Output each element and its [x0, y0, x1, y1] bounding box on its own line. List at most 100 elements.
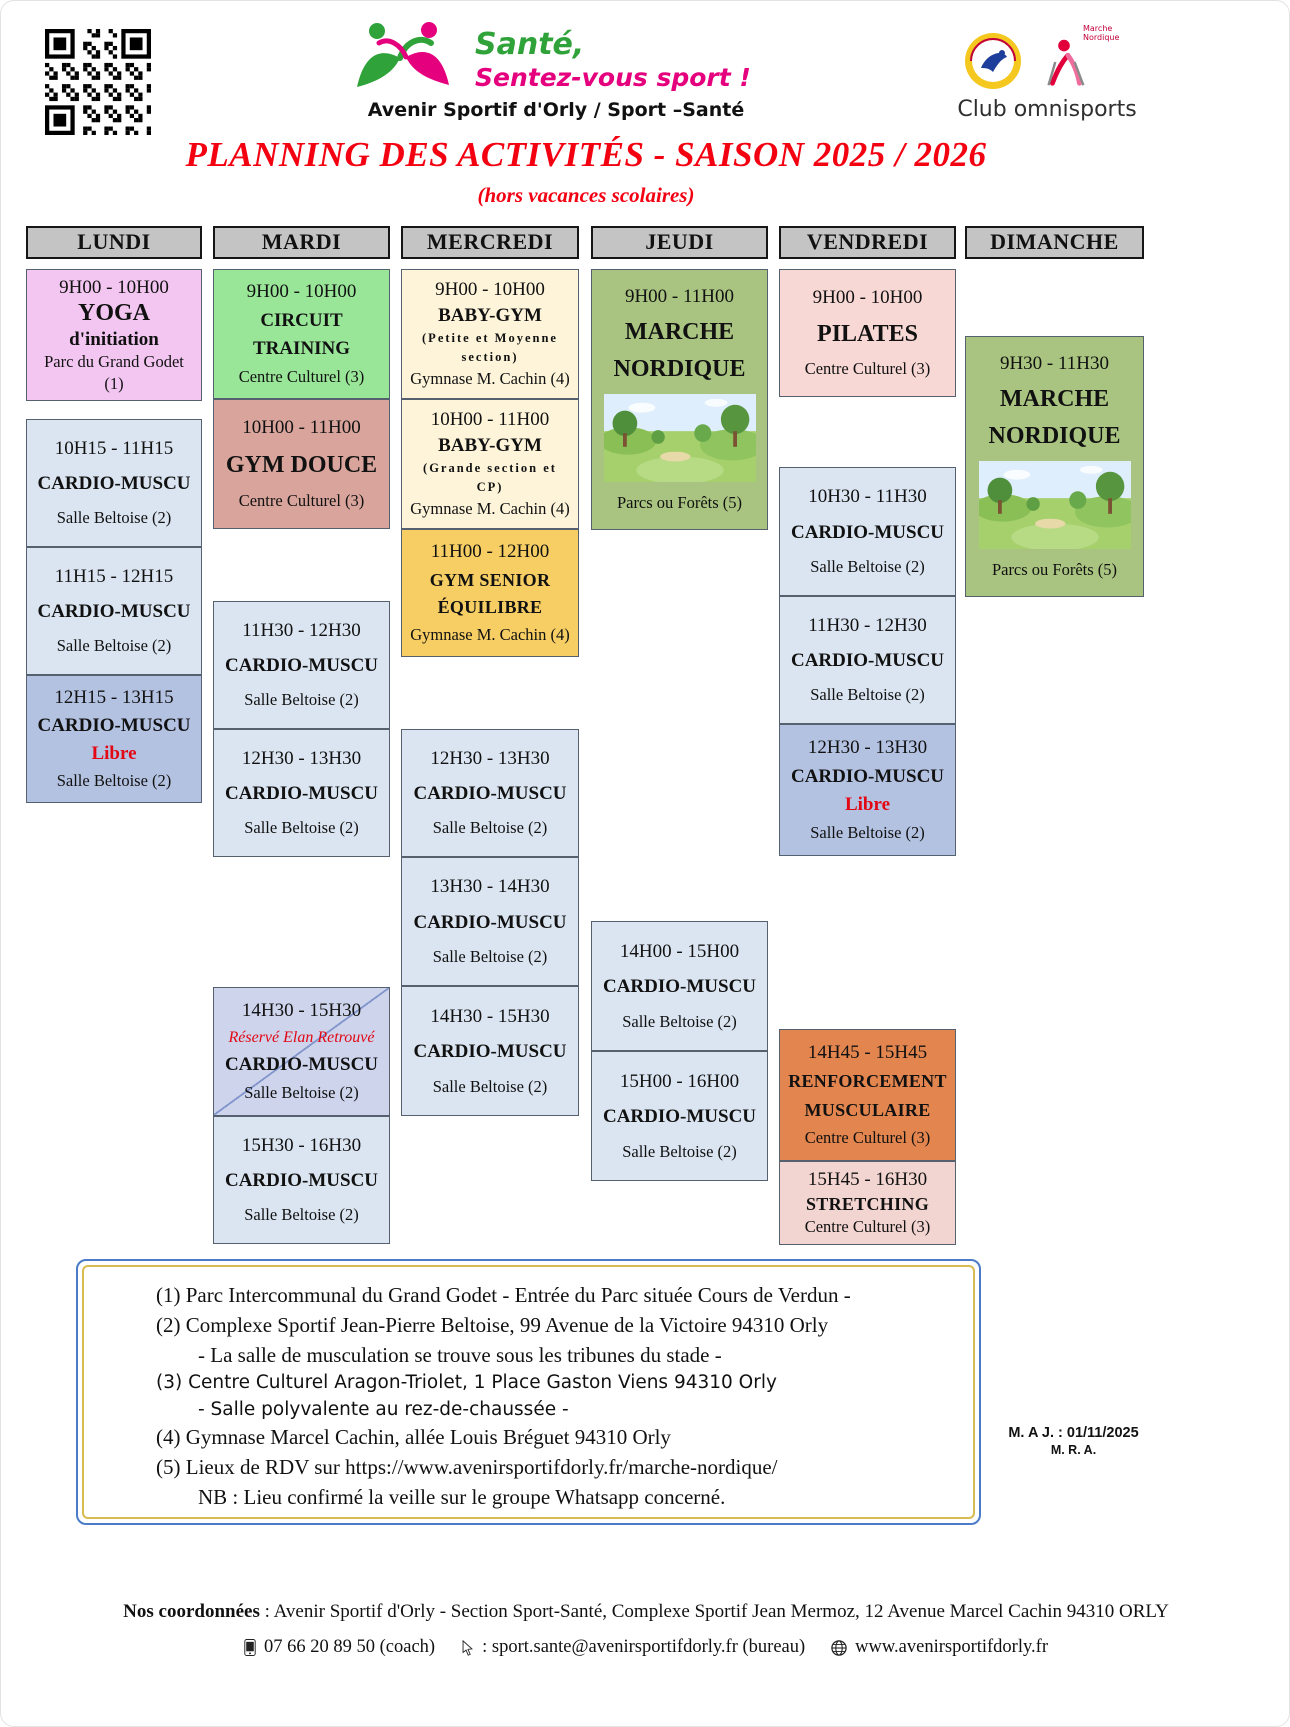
legend-line: - Salle polyvalente au rez-de-chaussée - — [198, 1398, 569, 1420]
legend-line: (5) Lieux de RDV sur https://www.avenirs… — [156, 1454, 778, 1479]
day-header-dimanche: DIMANCHE — [965, 226, 1144, 259]
qr-code-image — [45, 29, 151, 135]
event-venue: Centre Culturel (3) — [804, 1127, 931, 1147]
event-label: CARDIO-MUSCU — [224, 783, 379, 804]
event-label: CARDIO-MUSCU — [790, 521, 945, 543]
event-venue: (1) — [104, 373, 124, 393]
event-label: GYM SENIOR — [429, 569, 551, 590]
event-venue: Centre Culturel (3) — [804, 1216, 931, 1236]
event-venue: Salle Beltoise (2) — [432, 1076, 548, 1096]
event-venue: Gymnase M. Cachin (4) — [410, 624, 570, 644]
email-address: : sport.sante@avenirsportifdorly.fr (bur… — [482, 1637, 806, 1657]
event-venue: Salle Beltoise (2) — [622, 1011, 737, 1031]
pointer-icon — [461, 1639, 474, 1656]
event-time: 12H30 - 13H30 — [241, 748, 362, 769]
event-venue: Gymnase M. Cachin (4) — [410, 369, 570, 388]
event-time: 9H30 - 11H30 — [999, 352, 1110, 374]
tagline-sentez-vous-sport: Sentez-vous sport ! — [475, 63, 751, 92]
update-initials: M. R. A. — [1050, 1443, 1097, 1457]
day-header-mercredi: MERCREDI — [401, 226, 579, 259]
event-label: NORDIQUE — [613, 356, 746, 383]
event-label: YOGA — [78, 300, 150, 326]
event-venue: Salle Beltoise (2) — [244, 690, 359, 709]
event-venue: Salle Beltoise (2) — [810, 685, 925, 704]
event-label: TRAINING — [252, 338, 351, 360]
page-subtitle: (hors vacances scolaires) — [477, 183, 695, 207]
event-venue: Salle Beltoise (2) — [56, 771, 172, 790]
event-label: Libre — [844, 794, 891, 816]
club-logo-figures-icon — [343, 21, 463, 104]
event-time: 15H45 - 16H30 — [807, 1169, 928, 1191]
event-label: BABY-GYM — [438, 305, 542, 326]
footer-address: Nos coordonnées : Avenir Sportif d'Orly … — [1, 1601, 1289, 1623]
event-time: 12H30 - 13H30 — [807, 736, 928, 758]
event-label: STRETCHING — [805, 1193, 930, 1214]
phone-contact: 07 66 20 89 50 (coach) — [244, 1637, 435, 1658]
nordic-walking-logo-icon — [1035, 33, 1093, 96]
event-time: 12H15 - 13H15 — [54, 687, 174, 708]
event-venue: Salle Beltoise (2) — [432, 818, 548, 837]
event-venue: Parc du Grand Godet — [44, 352, 184, 371]
event-time: 14H45 - 15H45 — [807, 1042, 928, 1064]
event-time: 14H00 - 15H00 — [619, 940, 740, 962]
event-label: CARDIO-MUSCU — [602, 1106, 757, 1127]
legend-line: NB : Lieu confirmé la veille sur le grou… — [198, 1484, 726, 1509]
event-label: CARDIO-MUSCU — [37, 715, 191, 736]
event-venue: Salle Beltoise (2) — [56, 636, 172, 655]
event-venue: Parcs ou Forêts (5) — [616, 493, 743, 513]
event-label: CARDIO-MUSCU — [413, 783, 567, 804]
event-time: 11H30 - 12H30 — [808, 615, 927, 636]
event-label: CARDIO-MUSCU — [37, 601, 191, 622]
website-url: www.avenirsportifdorly.fr — [855, 1637, 1048, 1657]
legend-line: (4) Gymnase Marcel Cachin, allée Louis B… — [156, 1424, 671, 1449]
qr-code — [45, 29, 151, 135]
legend-line: - La salle de musculation se trouve sous… — [198, 1342, 722, 1367]
event-time: 10H15 - 11H15 — [54, 438, 174, 459]
event-time: 9H00 - 10H00 — [435, 279, 545, 300]
event-label: NORDIQUE — [988, 423, 1121, 450]
legend-box: (1) Parc Intercommunal du Grand Godet - … — [76, 1259, 981, 1525]
event-venue: Gymnase M. Cachin (4) — [410, 499, 570, 518]
event-venue: Salle Beltoise (2) — [622, 1141, 737, 1161]
event-label: ÉQUILIBRE — [437, 597, 543, 618]
page-title: PLANNING DES ACTIVITÉS - SAISON 2025 / 2… — [185, 135, 987, 174]
event-label: CARDIO-MUSCU — [224, 1054, 379, 1075]
legend-line: (2) Complexe Sportif Jean-Pierre Beltois… — [156, 1312, 829, 1337]
event-label: CARDIO-MUSCU — [224, 1170, 379, 1191]
event-label: BABY-GYM — [438, 435, 542, 456]
legend-lines: (1) Parc Intercommunal du Grand Godet - … — [82, 1265, 975, 1519]
event-venue: Salle Beltoise (2) — [810, 556, 925, 576]
event-label: CARDIO-MUSCU — [224, 655, 379, 676]
update-note: M. A J. : 01/11/2025 M. R. A. — [996, 1425, 1151, 1457]
event-time: 15H00 - 16H00 — [619, 1070, 740, 1092]
event-venue: Salle Beltoise (2) — [244, 1205, 359, 1224]
footer-contacts: 07 66 20 89 50 (coach) : sport.sante@ave… — [1, 1637, 1289, 1658]
event-label: CIRCUIT — [260, 309, 343, 331]
event-label: GYM DOUCE — [225, 451, 378, 478]
club-omnisports-caption: Club omnisports — [957, 97, 1137, 122]
event-time: 14H30 - 15H30 — [430, 1005, 550, 1027]
event-time: 9H00 - 10H00 — [59, 276, 169, 298]
event-venue: Centre Culturel (3) — [804, 359, 931, 379]
day-header-jeudi: JEUDI — [591, 226, 768, 259]
event-venue: Salle Beltoise (2) — [810, 823, 925, 843]
